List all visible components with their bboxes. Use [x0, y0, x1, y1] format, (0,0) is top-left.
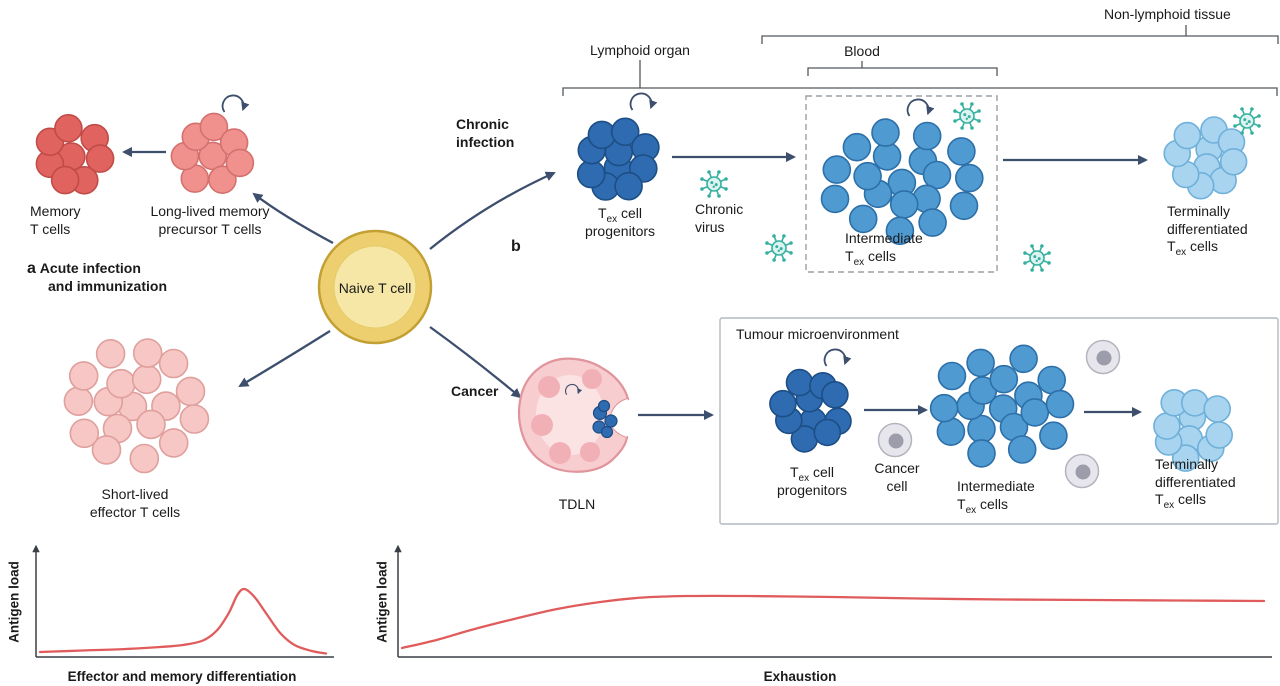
self-renewal-arrow: [906, 98, 935, 117]
naive-t-cell: [317, 229, 433, 345]
arrow-naive-to-tdln: [429, 326, 522, 399]
tdln-label: TDLN: [558, 496, 596, 512]
tumour-box-title: Tumour microenvironment: [736, 326, 899, 342]
exhaustion-antigen-load-chart: [394, 544, 1272, 658]
arrow-naive-to-precursor: [252, 192, 334, 245]
y-axis-label-right: Antigen load: [374, 561, 390, 643]
intermediate-tex-label-cancer: Intermediate Tex cells: [957, 478, 1035, 516]
cancer-heading: Cancer: [451, 383, 499, 399]
flow-arrows: [121, 146, 1149, 421]
intermediate-tex-label-chronic: Intermediate Tex cells: [845, 230, 923, 268]
self-renewal-arrow: [823, 348, 852, 367]
lymphoid-organ-label: Lymphoid organ: [590, 42, 690, 58]
memory-precursor-cluster: [170, 112, 255, 194]
chronic-virus-label: Chronic virus: [695, 201, 744, 235]
intermediate-tex-cluster-cancer: [929, 344, 1075, 468]
memory-t-cells-cluster: [35, 114, 115, 195]
blood-bracket: [807, 67, 998, 76]
region-brackets: [562, 25, 1279, 96]
tex-progenitor-cluster-chronic: [576, 117, 660, 201]
intermediate-tex-cluster-chronic: [820, 118, 984, 246]
x-axis-label-right: Exhaustion: [763, 669, 837, 684]
self-renewal-arrow: [221, 94, 250, 113]
y-axis-label-left: Antigen load: [6, 561, 22, 643]
tdln-illustration: [517, 357, 630, 473]
virus-icon: [1023, 244, 1051, 272]
memory-precursor-label: Long-lived memory precursor T cells: [150, 203, 270, 237]
cancer-cell-icon: [877, 422, 913, 458]
virus-icon: [765, 234, 793, 262]
blood-label: Blood: [844, 43, 880, 59]
tumour-microenvironment-box: [719, 317, 1279, 525]
tex-progenitors-label-chronic: Tex cell progenitors: [584, 205, 656, 239]
lymphoid-bracket: [562, 87, 1278, 96]
memory-t-cells-label: Memory T cells: [30, 203, 81, 237]
virus-icon: [953, 102, 981, 130]
antigen-load-curve: [400, 594, 1266, 650]
tex-progenitors-label-cancer: Tex cell progenitors: [776, 464, 848, 498]
x-axis-label-left: Effector and memory differentiation: [67, 669, 297, 684]
cancer-cell-icon: [1085, 339, 1121, 375]
acute-antigen-load-chart: [32, 544, 334, 658]
self-renewal-arrow: [565, 383, 583, 396]
antigen-load-curve: [38, 587, 328, 655]
cancer-cell-label: Cancer cell: [874, 460, 920, 494]
terminal-tex-cluster-cancer: [1153, 388, 1233, 472]
terminal-tex-label-cancer: Terminally differentiated Tex cells: [1155, 456, 1236, 511]
non-lymphoid-bracket: [761, 35, 1279, 44]
panel-a-heading: a Acute infection and immunization: [27, 260, 167, 295]
arrow-naive-to-effector: [238, 330, 331, 388]
tdln-blue-t-cells: [592, 399, 618, 439]
naive-t-cell-label: Naive T cell: [338, 280, 412, 296]
self-renewal-arrow: [629, 92, 658, 111]
acute-title-line1: Acute infection: [39, 260, 141, 276]
tex-progenitor-cluster-cancer: [769, 368, 852, 453]
arrow-naive-to-chronic: [429, 171, 556, 250]
terminal-tex-cluster-chronic: [1163, 116, 1248, 200]
non-lymphoid-tissue-label: Non-lymphoid tissue: [1104, 6, 1231, 22]
acute-title-line2: and immunization: [48, 277, 167, 294]
terminal-tex-label-chronic: Terminally differentiated Tex cells: [1167, 203, 1248, 258]
chronic-infection-heading: Chronic infection: [456, 116, 515, 150]
short-lived-effector-cluster: [63, 338, 210, 474]
blood-dashed-box: [805, 95, 998, 273]
virus-icon: [1233, 107, 1261, 135]
virus-icon: [700, 170, 728, 198]
cancer-cell-icon: [1064, 453, 1100, 489]
panel-b-label: b: [511, 238, 521, 255]
effector-t-cells-label: Short-lived effector T cells: [89, 486, 181, 520]
panel-a-label: a: [27, 260, 36, 277]
